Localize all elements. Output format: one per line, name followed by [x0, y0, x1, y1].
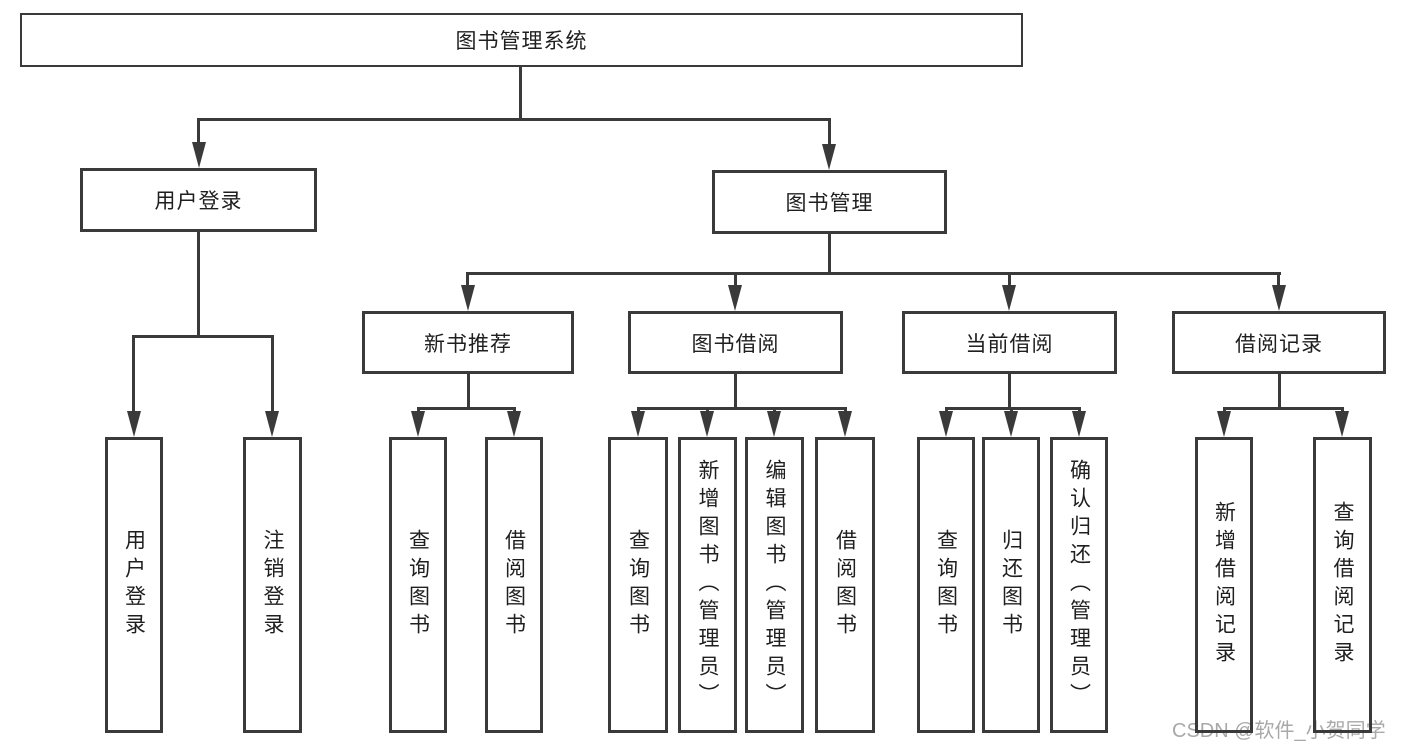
leaf-add-books-admin: 新增图书（管理员）: [678, 437, 737, 733]
node-label: 用户登录: [122, 529, 146, 641]
connector-line: [637, 407, 846, 410]
connector-line: [197, 232, 200, 336]
node-label: 新增借阅记录: [1212, 501, 1236, 669]
node-label: 图书管理系统: [455, 30, 588, 53]
node-label: 归还图书: [999, 529, 1023, 641]
leaf-logout: 注销登录: [243, 437, 302, 733]
csdn-watermark: CSDN @软件_小贺同学: [1172, 720, 1386, 742]
connector-line: [467, 374, 470, 409]
connector-line: [1008, 272, 1011, 289]
leaf-query-books-recommend: 查询图书: [389, 437, 447, 733]
node-label: 借阅记录: [1235, 332, 1323, 356]
connector-line: [197, 118, 200, 146]
node-book-borrowing: 图书借阅: [628, 311, 843, 374]
node-label: 查询借阅记录: [1331, 501, 1354, 669]
connector-line: [1008, 374, 1011, 409]
leaf-query-books-borrowing: 查询图书: [608, 437, 668, 733]
connector-line: [417, 407, 516, 410]
leaf-query-borrow-record: 查询借阅记录: [1313, 437, 1372, 733]
connector-line: [467, 272, 1281, 275]
node-library-system: 图书管理系统: [20, 13, 1023, 67]
node-label: 查询图书: [934, 529, 958, 641]
connector-line: [132, 335, 135, 415]
connector-line: [466, 272, 469, 289]
connector-line: [828, 118, 831, 148]
node-label: 当前借阅: [965, 332, 1054, 356]
node-label: 注销登录: [261, 529, 284, 641]
arrow-down-icon: [411, 411, 425, 437]
arrow-down-icon: [461, 285, 475, 311]
leaf-add-borrow-record: 新增借阅记录: [1195, 437, 1253, 733]
connector-line: [1277, 272, 1280, 289]
arrow-down-icon: [265, 411, 279, 437]
node-label: 新书推荐: [424, 332, 512, 356]
node-label: 图书管理: [785, 192, 874, 215]
arrow-down-icon: [1272, 285, 1286, 311]
node-borrowing-records: 借阅记录: [1172, 311, 1386, 374]
arrow-down-icon: [700, 411, 714, 437]
connector-line: [198, 118, 831, 121]
leaf-borrow-books-recommend: 借阅图书: [485, 437, 543, 733]
connector-line: [519, 67, 522, 119]
node-current-borrowing: 当前借阅: [902, 311, 1117, 374]
connector-line: [828, 234, 831, 274]
connector-line: [1223, 407, 1343, 410]
node-label: 编辑图书（管理员）: [763, 459, 786, 711]
arrow-down-icon: [822, 144, 836, 170]
arrow-down-icon: [939, 411, 953, 437]
leaf-confirm-return-admin: 确认归还（管理员）: [1050, 437, 1108, 733]
arrow-down-icon: [1072, 411, 1086, 437]
connector-line: [1278, 374, 1281, 409]
node-user-login: 用户登录: [80, 168, 317, 232]
arrow-down-icon: [1002, 285, 1016, 311]
connector-line: [734, 272, 737, 289]
arrow-down-icon: [631, 411, 645, 437]
node-label: 确认归还（管理员）: [1067, 459, 1091, 711]
leaf-query-books-current: 查询图书: [917, 437, 975, 733]
arrow-down-icon: [1217, 411, 1231, 437]
node-label: 用户登录: [154, 190, 243, 213]
node-label: 查询图书: [406, 529, 430, 641]
leaf-user-login: 用户登录: [105, 437, 163, 733]
node-label: 查询图书: [626, 529, 650, 641]
node-label: 借阅图书: [833, 529, 857, 641]
leaf-edit-books-admin: 编辑图书（管理员）: [745, 437, 804, 733]
arrow-down-icon: [192, 142, 206, 168]
connector-line: [271, 335, 274, 415]
arrow-down-icon: [767, 411, 781, 437]
arrow-down-icon: [1335, 411, 1349, 437]
connector-line: [133, 335, 274, 338]
leaf-return-books: 归还图书: [982, 437, 1040, 733]
arrow-down-icon: [127, 411, 141, 437]
connector-line: [734, 374, 737, 409]
node-label: 图书借阅: [691, 332, 780, 356]
node-label: 新增图书（管理员）: [696, 459, 719, 711]
node-label: 借阅图书: [502, 529, 526, 641]
arrow-down-icon: [507, 411, 521, 437]
node-new-book-recommend: 新书推荐: [362, 311, 574, 374]
arrow-down-icon: [1004, 411, 1018, 437]
leaf-borrow-books: 借阅图书: [815, 437, 875, 733]
node-book-management: 图书管理: [712, 170, 947, 234]
arrow-down-icon: [838, 411, 852, 437]
arrow-down-icon: [728, 285, 742, 311]
